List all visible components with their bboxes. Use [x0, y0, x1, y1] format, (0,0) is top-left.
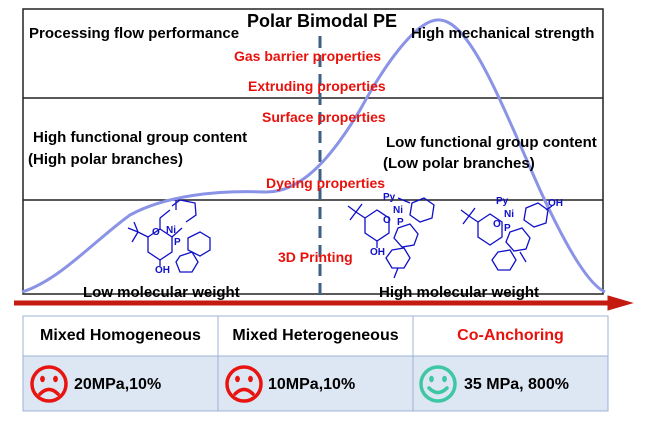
cat3-oh-label: OH	[548, 198, 563, 209]
dyeing-label: Dyeing properties	[266, 175, 386, 191]
extruding-label: Extruding properties	[248, 78, 386, 94]
cat1-p-label: P	[174, 237, 181, 248]
mechanical-strength-label: High mechanical strength	[411, 25, 595, 42]
comparison-table	[22, 315, 609, 412]
header-co-anchoring: Co-Anchoring	[457, 327, 564, 344]
sad-face-icon	[225, 365, 263, 403]
printing-label: 3D Printing	[278, 249, 353, 265]
left-band-line2: (High polar branches)	[28, 151, 184, 168]
processing-flow-label: Processing flow performance	[29, 25, 240, 42]
catalyst-structure-3	[460, 202, 553, 271]
gas-barrier-label: Gas barrier properties	[234, 48, 382, 64]
cat3-py-label: Py	[496, 196, 509, 207]
result-co-anchoring: 35 MPa, 800%	[464, 376, 569, 393]
cat2-p-label: P	[397, 217, 404, 228]
result-mixed-heterogeneous: 10MPa,10%	[268, 376, 356, 393]
catalyst-structure-2	[347, 197, 435, 279]
right-band-line2: (Low polar branches)	[383, 155, 535, 172]
axis-arrowhead	[607, 295, 634, 311]
high-mw-label: High molecular weight	[379, 284, 540, 301]
header-mixed-heterogeneous: Mixed Heterogeneous	[232, 327, 399, 344]
diagram-title: Polar Bimodal PE	[247, 11, 398, 31]
cat3-ni-label: Ni	[504, 209, 514, 220]
low-mw-label: Low molecular weight	[83, 284, 240, 301]
happy-face-icon	[419, 365, 457, 403]
cat2-ni-label: Ni	[393, 205, 403, 216]
bimodal-curve	[21, 18, 606, 294]
cat3-o-label: O	[493, 219, 501, 230]
cat1-oh-label: OH	[155, 265, 170, 276]
left-band-line1: High functional group content	[33, 129, 248, 146]
band-frame	[22, 8, 604, 295]
surface-label: Surface properties	[262, 109, 386, 125]
cat2-oh-label: OH	[370, 247, 385, 258]
cat1-o-label: O	[152, 227, 160, 238]
right-band-line1: Low functional group content	[386, 134, 597, 151]
sad-face-icon	[30, 365, 68, 403]
result-mixed-homogeneous: 20MPa,10%	[74, 376, 162, 393]
cat1-ni-label: Ni	[166, 225, 176, 236]
header-mixed-homogeneous: Mixed Homogeneous	[40, 327, 201, 344]
cat3-p-label: P	[504, 223, 511, 234]
catalyst-structure-1	[127, 199, 211, 273]
cat2-o-label: O	[383, 215, 391, 226]
cat2-py-label: Py	[383, 192, 396, 203]
